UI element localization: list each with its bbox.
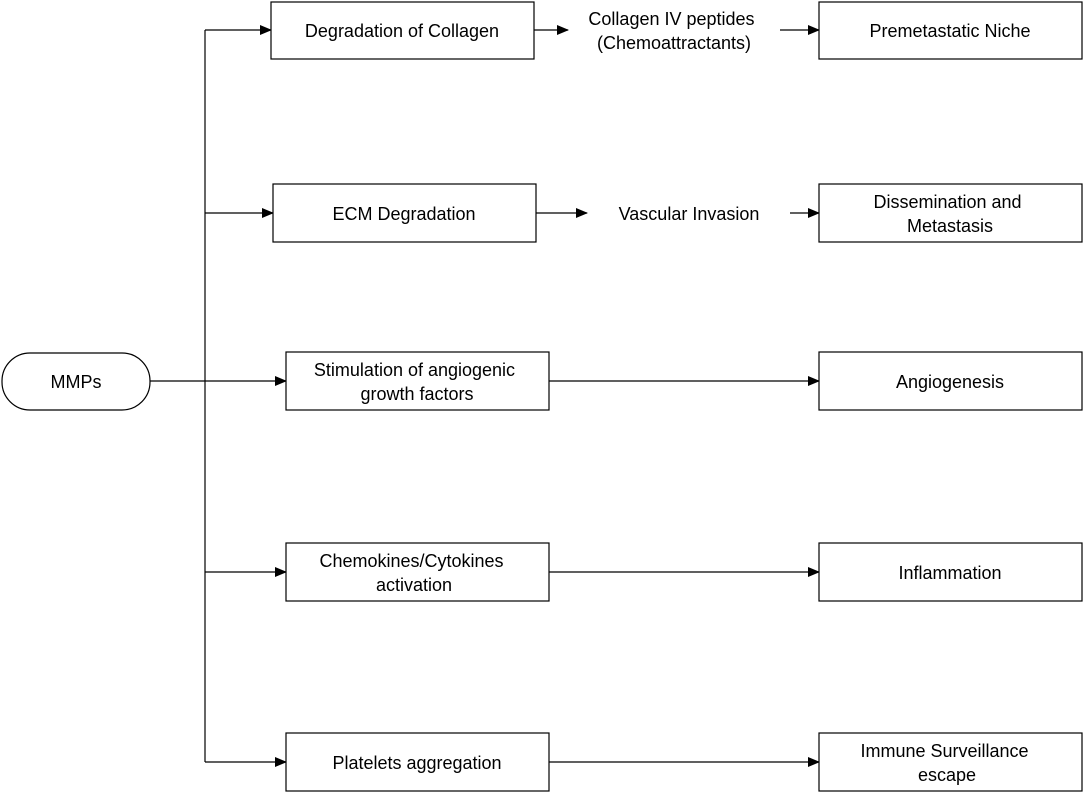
root-node-mmps: MMPs <box>1 352 151 411</box>
branch-2: ECM Degradation Vascular Invasion Dissem… <box>272 183 1083 243</box>
root-node-label: MMPs <box>51 372 102 392</box>
branch-1: Degradation of Collagen Collagen IV pept… <box>270 1 1083 60</box>
intermediate-label-1: Collagen IV peptides (Chemoattractants) <box>588 9 759 53</box>
outcome-box-4 <box>818 542 1083 602</box>
outcome-label-3: Angiogenesis <box>896 372 1004 392</box>
process-label-1: Degradation of Collagen <box>305 21 499 41</box>
process-label-2: ECM Degradation <box>332 204 475 224</box>
branch-3: Stimulation of angiogenic growth factors… <box>285 351 1083 411</box>
intermediate-label-2: Vascular Invasion <box>619 204 760 224</box>
outcome-box-2 <box>818 183 1083 243</box>
process-label-3: Stimulation of angiogenic growth factors <box>314 360 520 404</box>
outcome-box-5 <box>818 732 1083 792</box>
outcome-label-1: Premetastatic Niche <box>869 21 1030 41</box>
outcome-label-5: Immune Surveillance escape <box>860 741 1033 785</box>
outcome-box-3 <box>818 351 1083 411</box>
process-box-4 <box>285 542 550 602</box>
process-box-2 <box>272 183 537 243</box>
outcome-label-4: Inflammation <box>898 563 1001 583</box>
outcome-box-1 <box>818 1 1083 60</box>
process-label-5: Platelets aggregation <box>332 753 501 773</box>
process-label-4: Chemokines/Cytokines activation <box>319 551 508 595</box>
branch-5: Platelets aggregation Immune Surveillanc… <box>285 732 1083 792</box>
branch-4: Chemokines/Cytokines activation Inflamma… <box>285 542 1083 602</box>
outcome-label-2: Dissemination and Metastasis <box>873 192 1026 236</box>
process-box-3 <box>285 351 550 411</box>
